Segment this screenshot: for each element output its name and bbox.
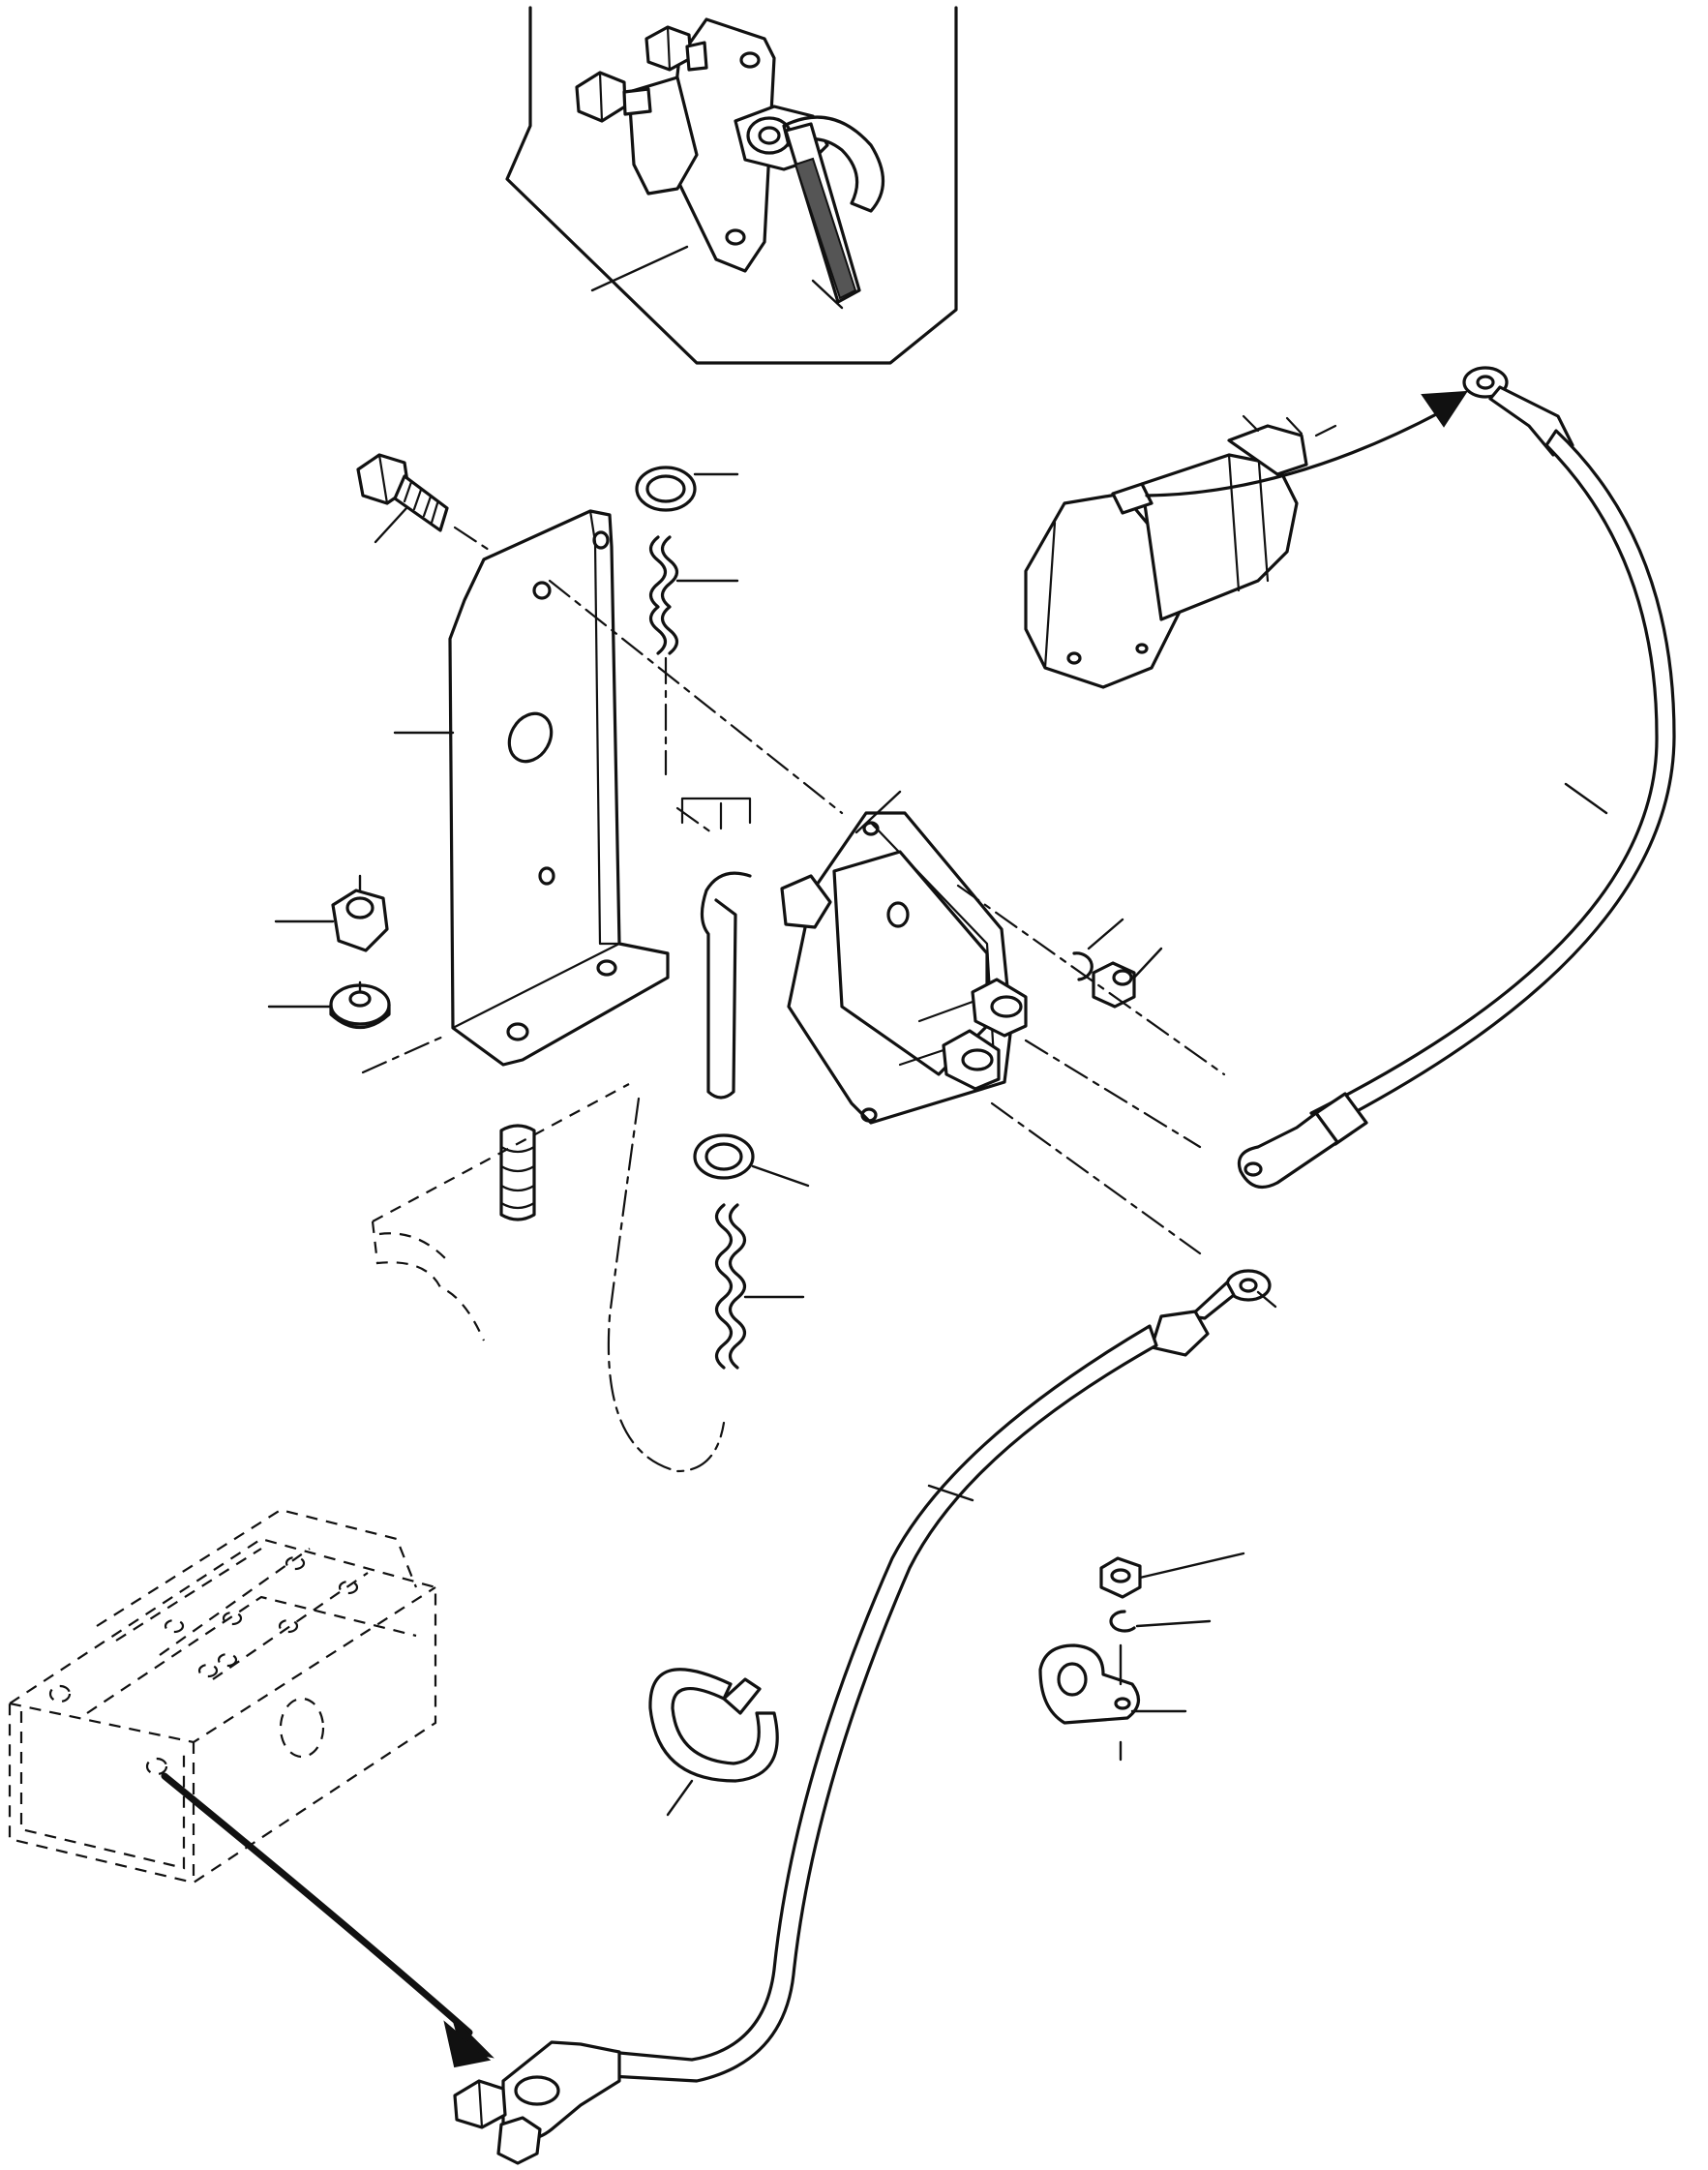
- battery-isolator-switch-inset: [575, 17, 884, 310]
- battery-terminal-clamp: [453, 2040, 621, 2165]
- chain: [648, 535, 739, 655]
- inset-frame: [505, 6, 958, 365]
- nut: [274, 874, 389, 952]
- battery: [8, 1508, 494, 2068]
- starter-cable: [1237, 366, 1676, 1190]
- terminal-nut: [575, 25, 708, 123]
- wire: [607, 797, 752, 1473]
- chain: [714, 1203, 805, 1370]
- washer: [267, 980, 391, 1029]
- solenoid-switch: [780, 790, 1028, 1125]
- circlip: [648, 1668, 779, 1817]
- cable-clamp-nut: [1099, 1552, 1245, 1599]
- o-ring: [635, 466, 739, 512]
- stud: [499, 1124, 536, 1221]
- spring-washer: [1072, 918, 1124, 981]
- o-ring: [693, 1133, 810, 1188]
- small-nut: [1092, 947, 1163, 1009]
- frame-section: [371, 1083, 630, 1341]
- mounting-bracket: [393, 509, 670, 1067]
- starter-motor: [1024, 390, 1468, 689]
- battery-cable: [608, 1269, 1277, 2083]
- cable-clamp-washer: [1109, 1610, 1212, 1633]
- bolt: [356, 453, 491, 552]
- cable-clamp: [1038, 1643, 1187, 1762]
